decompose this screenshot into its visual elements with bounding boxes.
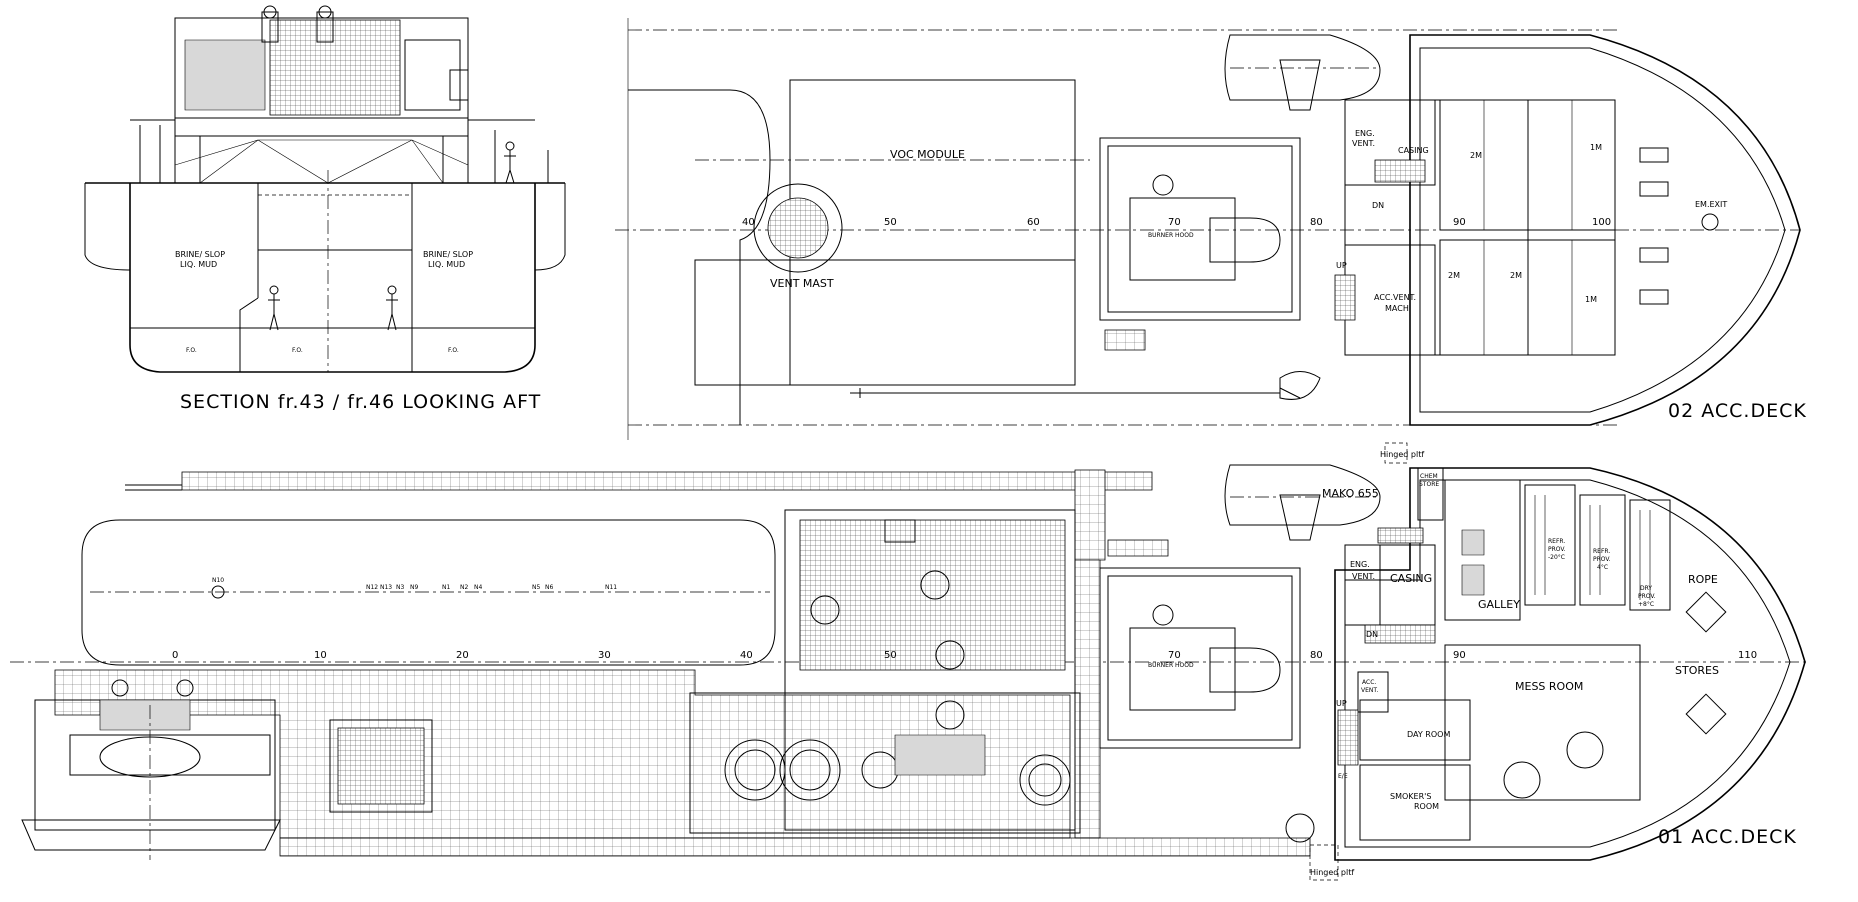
refr20-sub: PROV. [1548, 546, 1566, 553]
up-01-label: UP [1336, 699, 1347, 708]
dn-01-label: DN [1366, 630, 1378, 639]
nozzle-n6: N6 [545, 584, 553, 591]
nozzle-n5: N5 [532, 584, 540, 591]
deck-01-plan: N10 N12 N13 N3 N9 N1 N2 N4 N5 N6 N11 [10, 443, 1810, 880]
refr4-temp: 4°C [1597, 564, 1608, 571]
frame-01-110: 110 [1738, 650, 1757, 661]
frame-02-70: 70 [1168, 217, 1181, 228]
tank-right-sub: LIQ. MUD [428, 260, 465, 269]
refr4-sub: PROV. [1593, 556, 1611, 563]
nozzle-n3: N3 [396, 584, 404, 591]
refr20-label: REFR. [1548, 538, 1565, 545]
nozzle-n12: N12 [366, 584, 378, 591]
eng-vent-02-label: ENG. [1355, 129, 1375, 138]
acc-vent-02-label: ACC.VENT. [1374, 293, 1416, 302]
dry-prov-sub: PROV. [1638, 593, 1656, 600]
eng-vent-01-label: ENG. [1350, 560, 1370, 569]
voc-module-label: VOC MODULE [890, 148, 965, 161]
frame-01-40: 40 [740, 650, 753, 661]
hinged-top-label: Hinged pltf [1380, 450, 1424, 459]
frame-01-70: 70 [1168, 650, 1181, 661]
deck-01-title: 01 ACC.DECK [1658, 826, 1797, 848]
fo-label-3: F.O. [448, 347, 459, 354]
fo-label-1: F.O. [186, 347, 197, 354]
frame-02-40: 40 [742, 217, 755, 228]
chem-store-label: CHEM [1420, 473, 1438, 480]
frame-02-60: 60 [1027, 217, 1040, 228]
nozzle-n11: N11 [605, 584, 617, 591]
cabin-2m-b: 2M [1448, 271, 1460, 280]
stores-label: STORES [1675, 664, 1719, 677]
nozzle-n4: N4 [474, 584, 482, 591]
frame-01-10: 10 [314, 650, 327, 661]
frame-01-50: 50 [884, 650, 897, 661]
tank-left-sub: LIQ. MUD [180, 260, 217, 269]
smokers-room-label: SMOKER'S [1390, 792, 1431, 801]
day-room-label: DAY ROOM [1407, 730, 1450, 739]
deck-02-title: 02 ACC.DECK [1668, 400, 1807, 422]
cabin-2m-a: 2M [1470, 151, 1482, 160]
nozzle-n2: N2 [460, 584, 468, 591]
cabin-1m-a: 1M [1590, 143, 1602, 152]
nozzle-n1: N1 [442, 584, 450, 591]
cabin-1m-b: 1M [1585, 295, 1597, 304]
section-view: BRINE/ SLOP LIQ. MUD BRINE/ SLOP LIQ. MU… [85, 6, 565, 413]
eng-vent-02-sub: VENT. [1352, 139, 1375, 148]
galley-label: GALLEY [1478, 598, 1520, 611]
tank-right-label: BRINE/ SLOP [423, 250, 473, 259]
frame-02-80: 80 [1310, 217, 1323, 228]
refr20-temp: -20°C [1548, 554, 1565, 561]
ev-label: E/E [1338, 773, 1348, 780]
acc-vent-01-sub: VENT. [1361, 687, 1378, 694]
frame-01-30: 30 [598, 650, 611, 661]
burner-hood-01-label: BURNER HOOD [1148, 662, 1194, 669]
frame-01-80: 80 [1310, 650, 1323, 661]
up-02-label: UP [1336, 261, 1347, 270]
chem-store-sub: STORE [1419, 481, 1439, 488]
casing-02-label: CASING [1398, 146, 1429, 155]
burner-hood-02-label: BURNER HOOD [1148, 232, 1194, 239]
fo-label-2: F.O. [292, 347, 303, 354]
frame-01-0: 0 [172, 650, 178, 661]
casing-01-label: CASING [1390, 572, 1432, 585]
deck-02-plan: VOC MODULE VENT MAST BURNER HOOD ENG. VE… [615, 18, 1807, 440]
dry-prov-label: DRY [1640, 585, 1652, 592]
frame-02-50: 50 [884, 217, 897, 228]
cabin-2m-c: 2M [1510, 271, 1522, 280]
frame-02-90: 90 [1453, 217, 1466, 228]
section-title: SECTION fr.43 / fr.46 LOOKING AFT [180, 391, 541, 413]
acc-vent-01-label: ACC. [1362, 679, 1376, 686]
nozzle-n13: N13 [380, 584, 392, 591]
mako-label: MAKO 655 [1322, 487, 1379, 500]
vent-mast-label: VENT MAST [770, 277, 834, 290]
dn-02-label: DN [1372, 201, 1384, 210]
rope-label: ROPE [1688, 573, 1718, 586]
dry-prov-temp: +8°C [1638, 601, 1654, 608]
em-exit-label: EM.EXIT [1695, 200, 1727, 209]
acc-vent-02-sub: MACH. [1385, 304, 1411, 313]
smokers-room-sub: ROOM [1414, 802, 1439, 811]
hinged-bottom-label: Hinged pltf [1310, 868, 1354, 877]
nozzle-n10: N10 [212, 577, 224, 584]
refr4-label: REFR. [1593, 548, 1610, 555]
tank-left-label: BRINE/ SLOP [175, 250, 225, 259]
frame-01-90: 90 [1453, 650, 1466, 661]
frame-02-100: 100 [1592, 217, 1611, 228]
nozzle-n9: N9 [410, 584, 418, 591]
eng-vent-01-sub: VENT. [1352, 572, 1375, 581]
mess-room-label: MESS ROOM [1515, 680, 1583, 693]
frame-01-20: 20 [456, 650, 469, 661]
